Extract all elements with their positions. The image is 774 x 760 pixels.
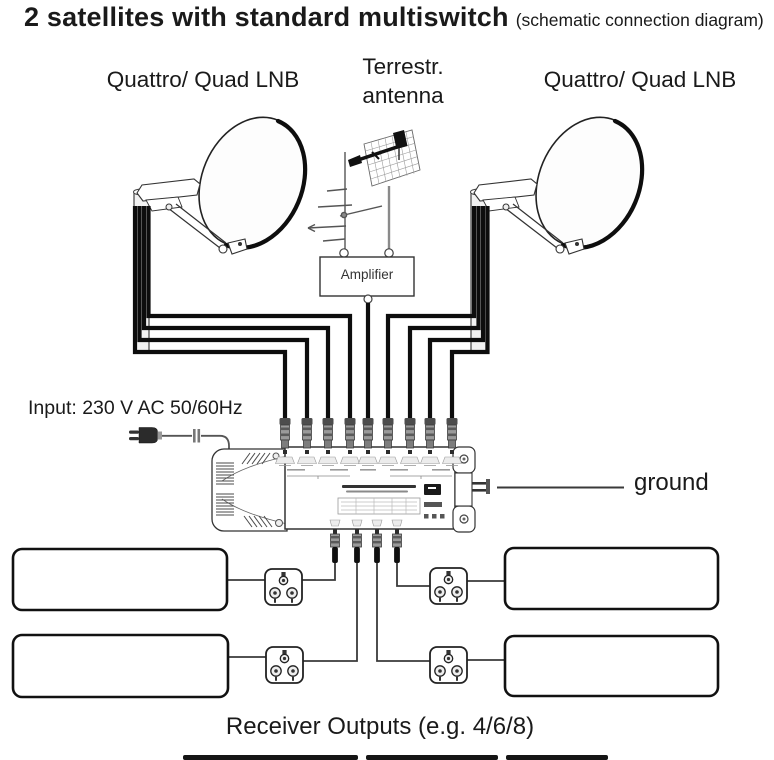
label-terrestrial-line1: Terrestr. [362, 54, 444, 79]
title-main: 2 satellites with standard multiswitch [24, 2, 509, 32]
amplifier-box [319, 248, 415, 304]
receiver-box-top-left [11, 547, 229, 612]
ground-terminal [472, 479, 490, 494]
receiver-box-bottom-left [11, 633, 230, 699]
page-title: 2 satellites with standard multiswitch (s… [24, 2, 772, 33]
multiswitch [211, 417, 490, 564]
label-receiver-outputs: Receiver Outputs (e.g. 4/6/8) [225, 713, 535, 740]
wall-outlet-bottom-left [265, 646, 304, 684]
wall-outlet-top-left [264, 568, 303, 606]
receiver-box-top-right [503, 546, 720, 611]
title-sub: (schematic connection diagram) [515, 10, 764, 30]
label-amplifier: Amplifier [340, 267, 394, 282]
bottom-cutoff-text [183, 755, 608, 760]
label-lnb-right: Quattro/ Quad LNB [543, 67, 737, 92]
label-ground: ground [634, 469, 709, 496]
wall-outlet-bottom-right [429, 646, 468, 684]
output-signal-lines [227, 563, 505, 662]
coax-cables [132, 206, 490, 420]
label-lnb-left: Quattro/ Quad LNB [106, 67, 300, 92]
label-terrestrial-line2: antenna [362, 83, 444, 109]
vhf-antenna [307, 152, 383, 250]
receiver-box-bottom-right [503, 634, 720, 698]
wall-outlet-top-right [429, 567, 468, 605]
uhf-grid-antenna [348, 129, 421, 250]
label-power-input: Input: 230 V AC 50/60Hz [28, 397, 243, 419]
power-plug [129, 427, 230, 449]
label-terrestrial-antenna: Terrestr. antenna [330, 52, 476, 111]
satellite-dish-right [471, 101, 662, 352]
